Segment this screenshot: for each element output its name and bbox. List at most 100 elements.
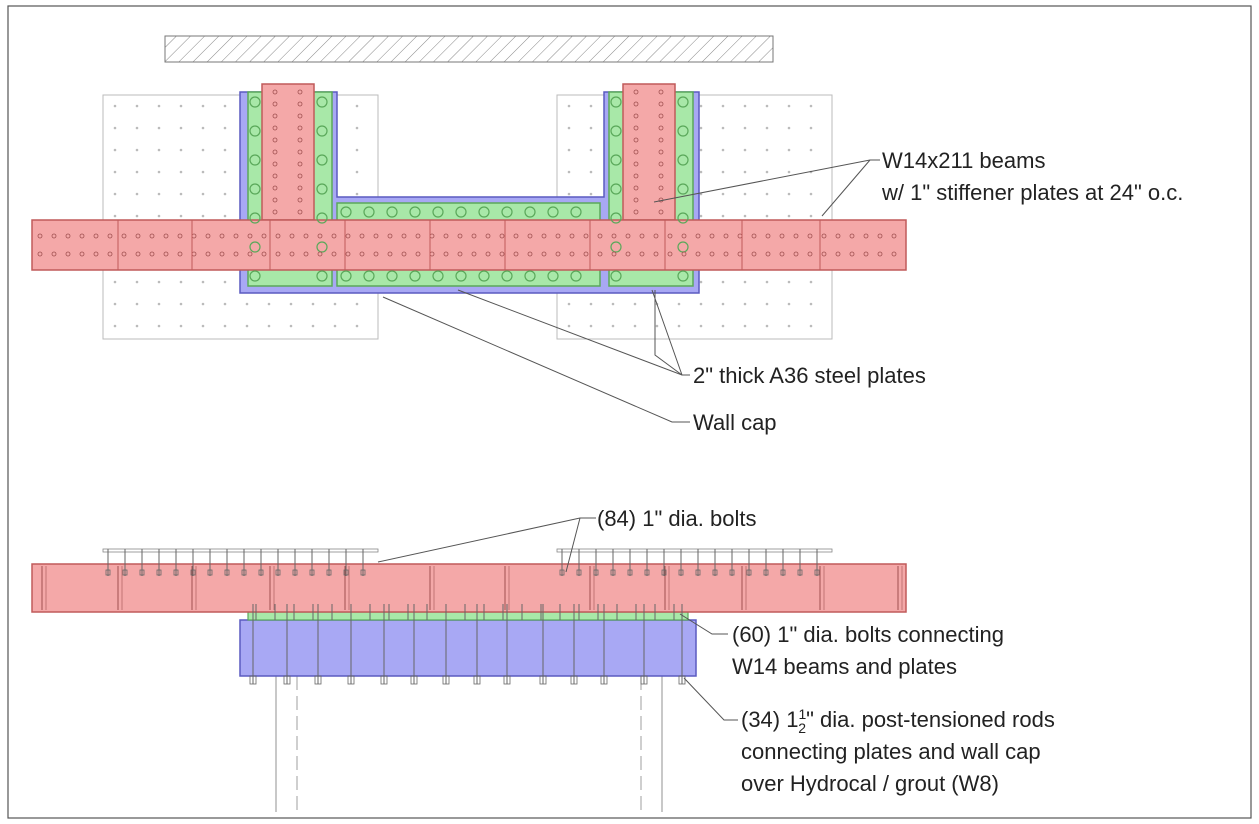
- grid-dot: [721, 104, 725, 108]
- bolt-circle: [386, 206, 398, 218]
- grid-dot: [201, 170, 205, 174]
- grid-dot: [809, 126, 813, 130]
- beam-hole: [611, 251, 617, 257]
- grid-dot: [787, 170, 791, 174]
- grid-dot: [223, 126, 227, 130]
- beam-hole: [415, 251, 421, 257]
- bolt-circle: [677, 270, 689, 282]
- leader-wallcap: [382, 296, 690, 423]
- grid-dot: [201, 192, 205, 196]
- grid-dot: [809, 148, 813, 152]
- grid-dot: [179, 148, 183, 152]
- rod-nut: [283, 675, 291, 685]
- rod-nut: [442, 675, 450, 685]
- bolt-circle: [249, 241, 261, 253]
- grid-dot: [113, 126, 117, 130]
- beam-hole: [65, 233, 71, 239]
- grid-dot: [699, 324, 703, 328]
- elevation-bolt-nut: [190, 569, 196, 576]
- elevation-bolt-nut: [309, 569, 315, 576]
- bolt-circle: [570, 270, 582, 282]
- grid-dot: [589, 324, 593, 328]
- beam-hole: [233, 251, 239, 257]
- grid-dot: [311, 324, 315, 328]
- grid-dot: [611, 302, 615, 306]
- grid-dot: [135, 280, 139, 284]
- grid-dot: [589, 126, 593, 130]
- bolt-circle: [316, 96, 328, 108]
- grid-dot: [677, 324, 681, 328]
- bolt-circle: [547, 270, 559, 282]
- beam-hole: [37, 251, 43, 257]
- beam-hole: [443, 233, 449, 239]
- beam-hole: [373, 251, 379, 257]
- grid-dot: [765, 214, 769, 218]
- beam-hole: [272, 197, 278, 203]
- beam-hole: [51, 251, 57, 257]
- grid-dot: [223, 214, 227, 218]
- beam-vertical-right: [622, 83, 676, 221]
- rod-nut: [380, 675, 388, 685]
- grid-dot: [743, 126, 747, 130]
- rod-nut: [347, 675, 355, 685]
- grid-dot: [765, 280, 769, 284]
- grid-dot: [809, 324, 813, 328]
- beam-hole: [65, 251, 71, 257]
- beam-hole: [723, 251, 729, 257]
- bolt-circle: [478, 206, 490, 218]
- bolt-circle: [677, 125, 689, 137]
- grid-dot: [589, 170, 593, 174]
- elevation-bolt-nut: [326, 569, 332, 576]
- grid-dot: [677, 302, 681, 306]
- rods-line1-rest: " dia. post-tensioned rods: [806, 707, 1055, 732]
- grid-dot: [201, 280, 205, 284]
- rod-nut: [539, 675, 547, 685]
- beam-hole: [233, 233, 239, 239]
- grid-dot: [699, 104, 703, 108]
- grid-dot: [135, 302, 139, 306]
- bolt-circle: [249, 154, 261, 166]
- grid-dot: [157, 324, 161, 328]
- beam-hole: [135, 233, 141, 239]
- beam-hole: [653, 233, 659, 239]
- top-bolt-plate-left: [102, 548, 379, 553]
- beam-hole: [149, 233, 155, 239]
- grid-dot: [721, 126, 725, 130]
- grid-dot: [267, 302, 271, 306]
- grid-dot: [699, 214, 703, 218]
- elevation-bolt-nut: [360, 569, 366, 576]
- beam-hole: [611, 233, 617, 239]
- grid-dot: [113, 280, 117, 284]
- beam-hole: [272, 113, 278, 119]
- beam-hole: [297, 161, 303, 167]
- beam-hole: [297, 89, 303, 95]
- grid-dot: [201, 324, 205, 328]
- beam-hole: [219, 251, 225, 257]
- rod-nut: [678, 675, 686, 685]
- beam-hole: [471, 233, 477, 239]
- beam-hole: [695, 233, 701, 239]
- beam-hole: [765, 251, 771, 257]
- beam-hole: [793, 233, 799, 239]
- beam-hole: [297, 209, 303, 215]
- grid-dot: [809, 280, 813, 284]
- beam-hole: [779, 233, 785, 239]
- beam-hole: [205, 251, 211, 257]
- leader-bolts60: [679, 613, 728, 635]
- bolt-circle: [316, 154, 328, 166]
- grid-dot: [787, 324, 791, 328]
- elevation-stiffener-lines: [41, 566, 903, 610]
- beam-hole: [695, 251, 701, 257]
- elevation-bolt-nut: [105, 569, 111, 576]
- grid-dot: [113, 324, 117, 328]
- beam-hole: [583, 233, 589, 239]
- grid-dot: [113, 170, 117, 174]
- beam-hole: [658, 101, 664, 107]
- beam-hole: [121, 251, 127, 257]
- grid-dot: [743, 214, 747, 218]
- beam-hole: [658, 209, 664, 215]
- grid-dot: [567, 324, 571, 328]
- beam-hole: [835, 233, 841, 239]
- beam-hole: [653, 251, 659, 257]
- grid-dot: [809, 302, 813, 306]
